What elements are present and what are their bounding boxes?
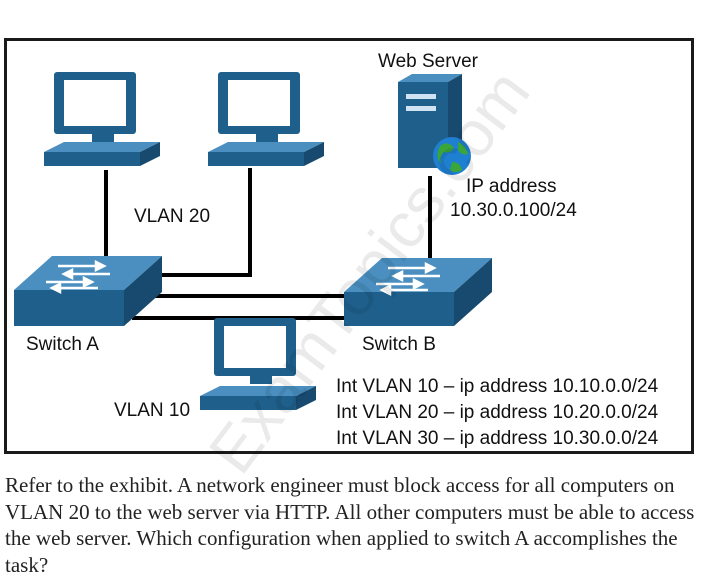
interface-vlan20: Int VLAN 20 – ip address 10.20.0.0/24 (336, 402, 659, 423)
link-pc2-switch-a (162, 168, 252, 277)
ip-address-label: IP address (466, 176, 556, 197)
computer-icon (200, 318, 316, 410)
vlan10-label: VLAN 10 (114, 400, 190, 421)
ip-address-value: 10.30.0.100/24 (450, 200, 577, 221)
switch-b-label: Switch B (362, 334, 436, 355)
computer-icon (208, 72, 324, 166)
computer-icon (44, 72, 160, 166)
vlan20-label: VLAN 20 (134, 206, 210, 227)
switch-a-icon (14, 256, 162, 326)
question-text: Refer to the exhibit. A network engineer… (5, 473, 695, 577)
globe-icon (433, 137, 471, 175)
web-server-label: Web Server (378, 51, 479, 72)
switch-b-icon (344, 258, 492, 326)
switch-a-label: Switch A (26, 334, 99, 355)
network-diagram: Web Server IP address 10.30.0.100/24 VLA… (14, 51, 659, 449)
web-server-icon (398, 74, 462, 168)
interface-vlan10: Int VLAN 10 – ip address 10.10.0.0/24 (336, 376, 659, 397)
interface-vlan30: Int VLAN 30 – ip address 10.30.0.0/24 (336, 428, 659, 449)
